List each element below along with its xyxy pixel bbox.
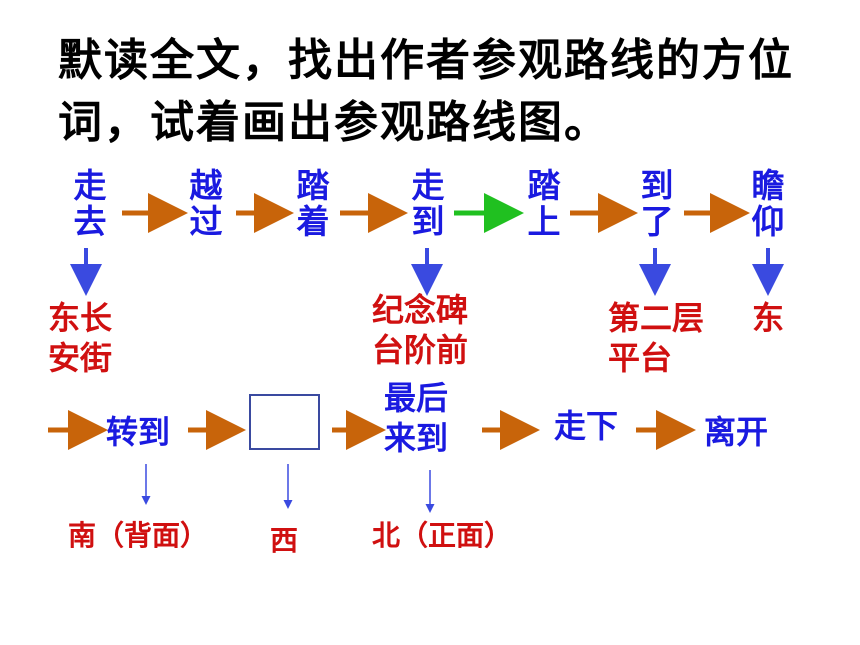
verb-tazhe-text: 踏着 [296,166,330,241]
place-dongchanganjie: 东长 安街 [48,298,112,378]
verb-daole-text: 到了 [640,166,674,241]
page-title: 默读全文，找出作者参观路线的方位词，试着画出参观路线图。 [58,35,794,148]
place-dongchanganjie-line2: 安街 [48,339,113,377]
verb-tazhe: 踏着 [290,168,336,240]
place-dongchanganjie-line1: 东长 [48,299,113,337]
place-dierceng: 第二层 平台 [608,298,704,378]
verb-zhanyang: 瞻仰 [745,168,791,240]
place-jinianbei-line1: 纪念碑 [372,291,469,329]
verb-daole: 到了 [634,168,680,240]
empty-answer-box [249,394,320,450]
label-zuihoulaidao-line1: 最后 [384,379,449,417]
verb-zhanyang-text: 瞻仰 [751,166,785,241]
verb-zoudao-text: 走到 [411,166,445,241]
verb-zouqu: 走去 [67,168,113,240]
verb-tashang: 踏上 [521,168,567,240]
place-dierceng-line1: 第二层 [608,299,705,337]
verb-zoudao: 走到 [405,168,451,240]
place-dong: 东 [752,299,785,337]
label-zuihoulaidao: 最后 来到 [384,378,448,458]
place-jinianbei: 纪念碑 台阶前 [372,290,468,370]
direction-west: 西 [270,524,299,557]
label-zuihoulaidao-line2: 来到 [384,419,449,457]
verb-zouqu-text: 走去 [73,166,107,241]
place-dierceng-line2: 平台 [608,339,673,377]
direction-north: 北（正面） [372,519,513,552]
direction-south: 南（背面） [68,519,209,552]
label-zhuandao: 转到 [106,413,171,451]
label-zouxia: 走下 [554,407,619,445]
verb-tashang-text: 踏上 [527,166,561,241]
verb-yueguo: 越过 [183,168,229,240]
label-likai: 离开 [704,413,769,451]
place-jinianbei-line2: 台阶前 [372,331,469,369]
verb-yueguo-text: 越过 [189,166,223,241]
